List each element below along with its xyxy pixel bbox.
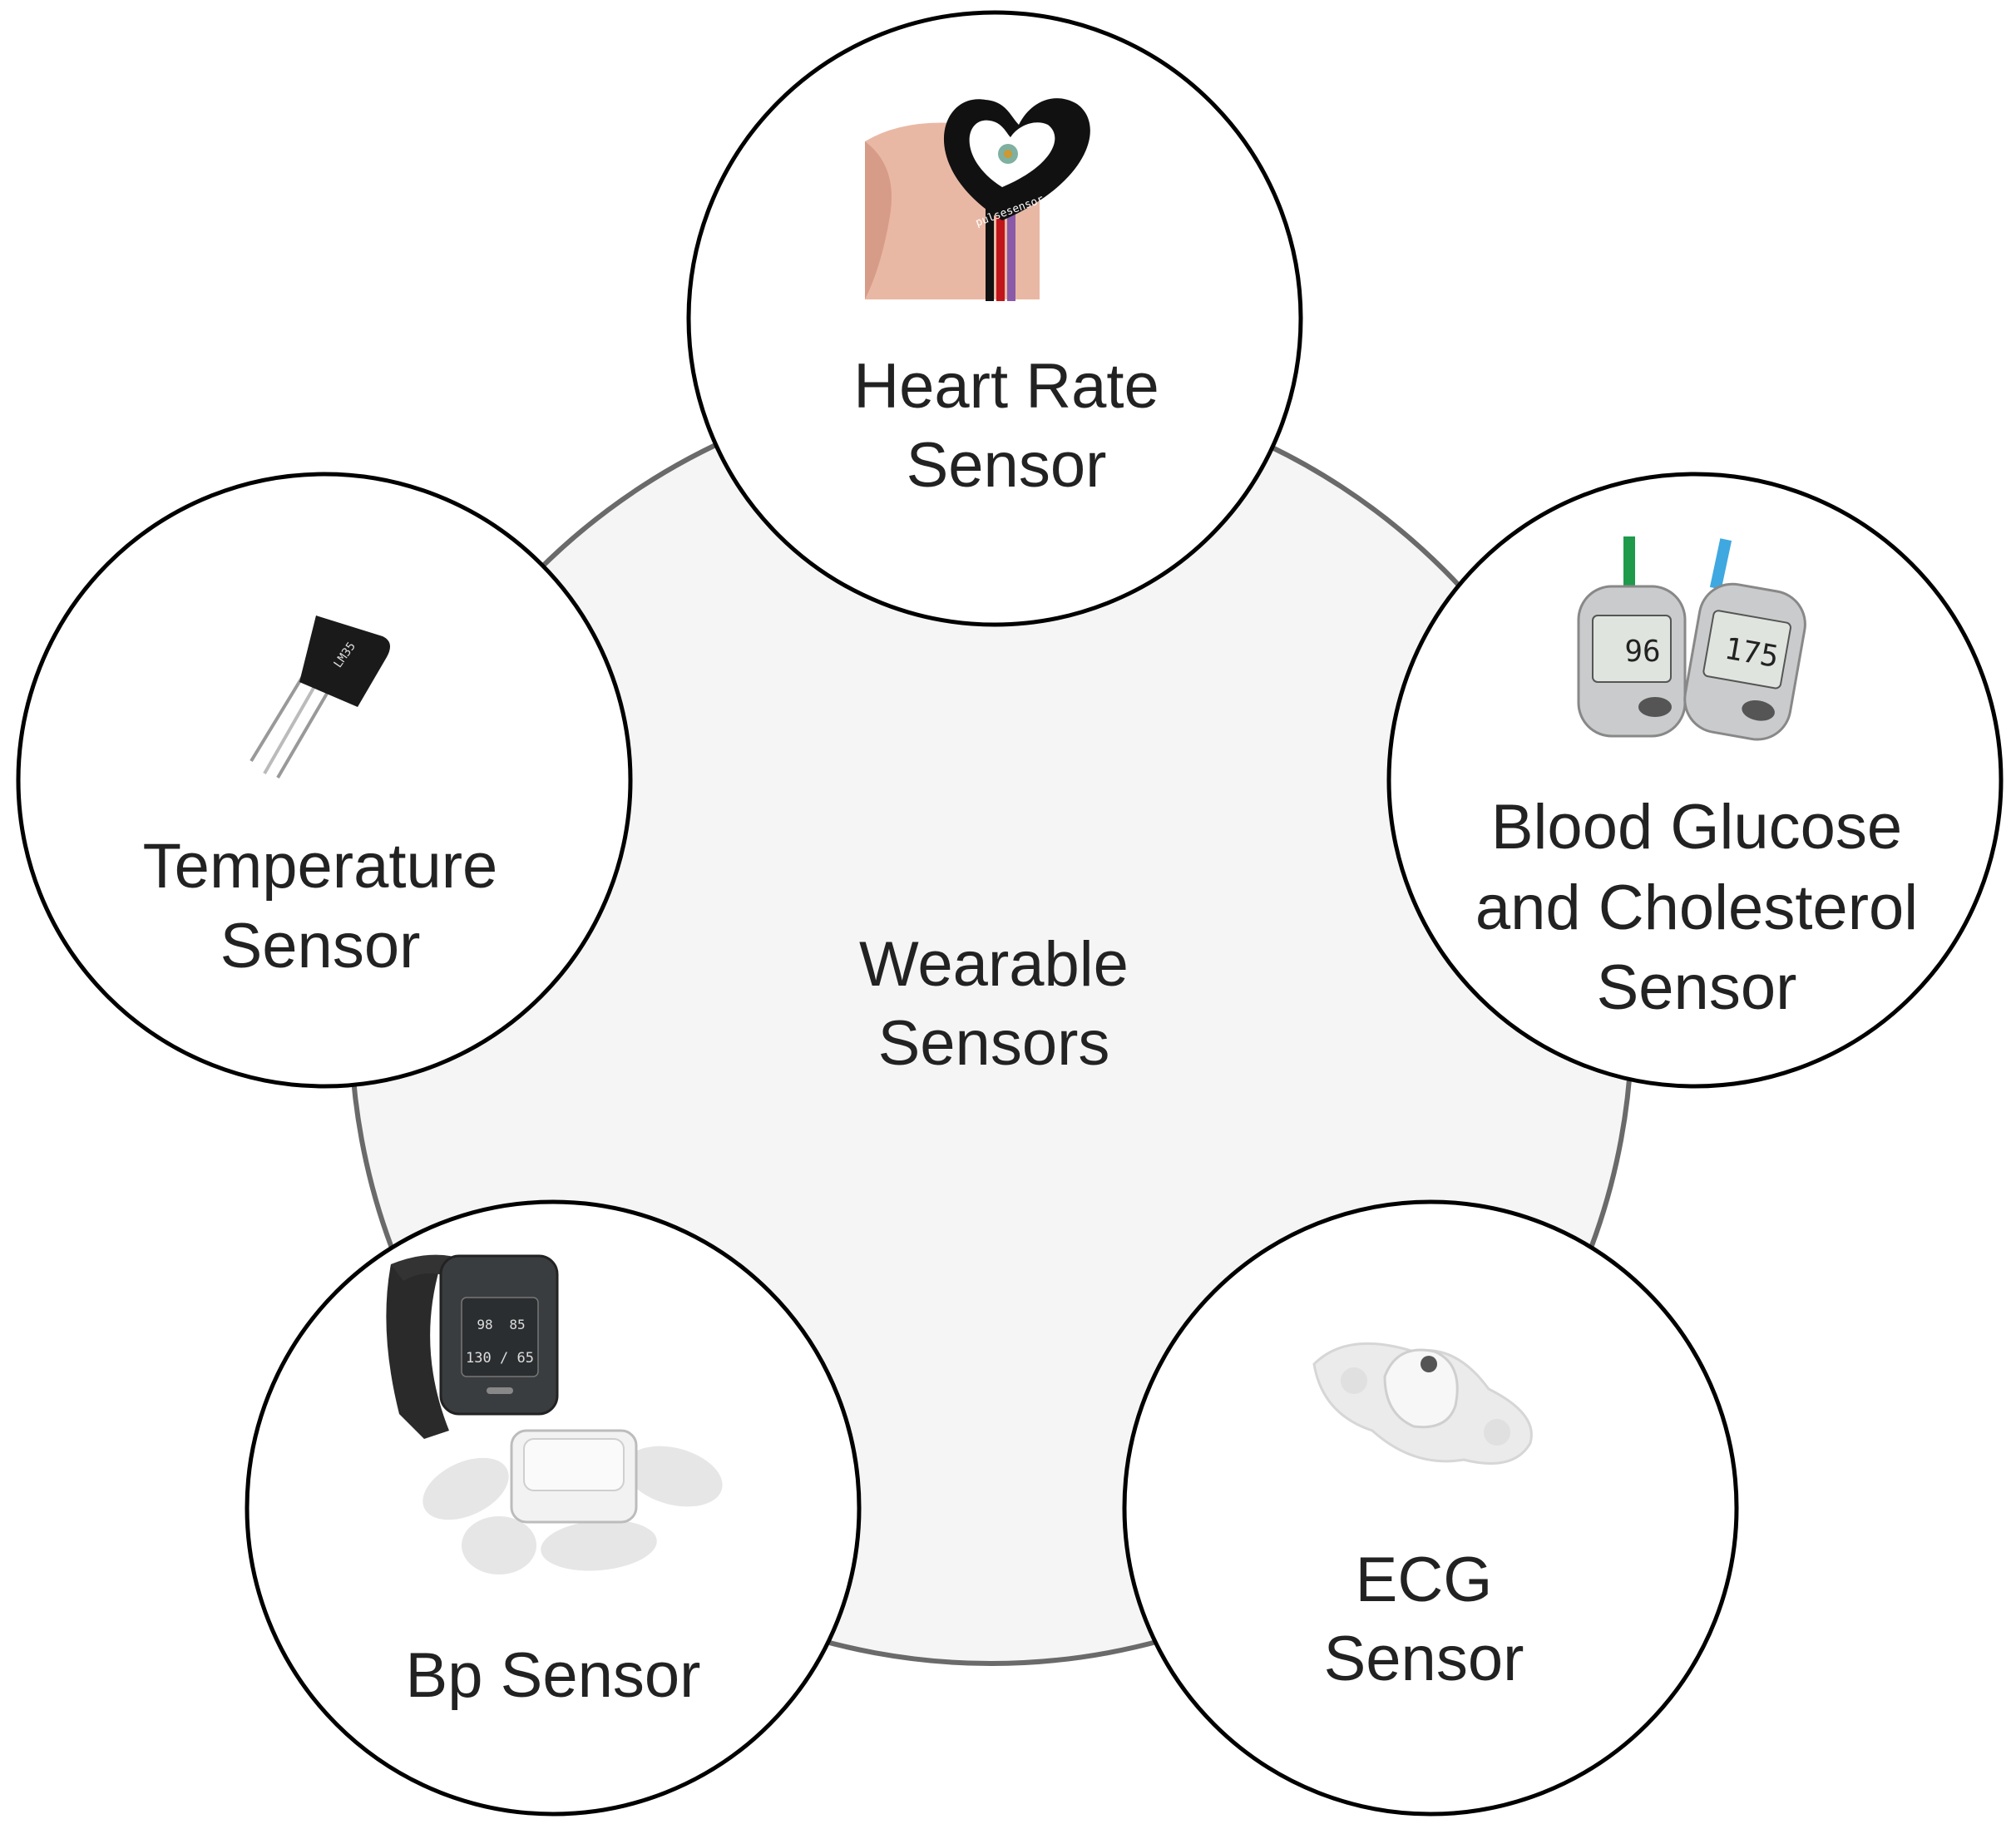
node-heart-rate: pulsesensor.com Heart Rate Sensor xyxy=(686,10,1303,627)
node-heart-rate-label-line1: Heart Rate xyxy=(853,351,1159,422)
node-glucose-label-line1: Blood Glucose xyxy=(1491,792,1902,863)
node-ecg-circle xyxy=(1122,1199,1739,1817)
node-temperature-label-line2: Sensor xyxy=(220,911,421,981)
meter1-value-text: 96 xyxy=(1624,635,1660,669)
node-glucose-circle xyxy=(1386,472,2004,1089)
pulse-sensor-icon: pulsesensor.com xyxy=(865,98,1090,301)
watch-pulse-text: 85 xyxy=(509,1317,525,1332)
node-ecg-label-line2: Sensor xyxy=(1324,1624,1524,1694)
node-ecg: ECG Sensor xyxy=(1122,1199,1739,1817)
watch-reading-text: 130 / 65 xyxy=(466,1350,534,1367)
watch-spo2-text: 98 xyxy=(477,1317,492,1332)
node-heart-rate-circle xyxy=(686,10,1303,627)
node-heart-rate-label-line2: Sensor xyxy=(907,430,1107,501)
thermistor-icon: LM35 xyxy=(250,615,390,779)
node-glucose: 96 175 Blood Glucose and Cholesterol Sen… xyxy=(1386,472,2004,1089)
node-temperature: LM35 Temperature Sensor xyxy=(16,472,633,1089)
node-glucose-label-line2: and Cholesterol xyxy=(1475,873,1918,943)
center-label-line1: Wearable xyxy=(859,929,1129,1000)
node-bp-label: Bp Sensor xyxy=(406,1640,701,1711)
center-label-line2: Sensors xyxy=(878,1008,1110,1079)
node-glucose-label-line3: Sensor xyxy=(1597,952,1797,1023)
bp-watch-icon: 98 85 130 / 65 xyxy=(386,1254,723,1574)
node-temperature-label-line1: Temperature xyxy=(143,831,498,902)
ecg-patch-icon xyxy=(1312,1342,1533,1465)
node-bp: 98 85 130 / 65 Bp Sensor xyxy=(245,1199,862,1817)
node-temperature-circle xyxy=(16,472,633,1089)
glucose-meter-icon: 96 175 xyxy=(1577,536,1806,741)
node-ecg-label-line1: ECG xyxy=(1356,1545,1493,1615)
